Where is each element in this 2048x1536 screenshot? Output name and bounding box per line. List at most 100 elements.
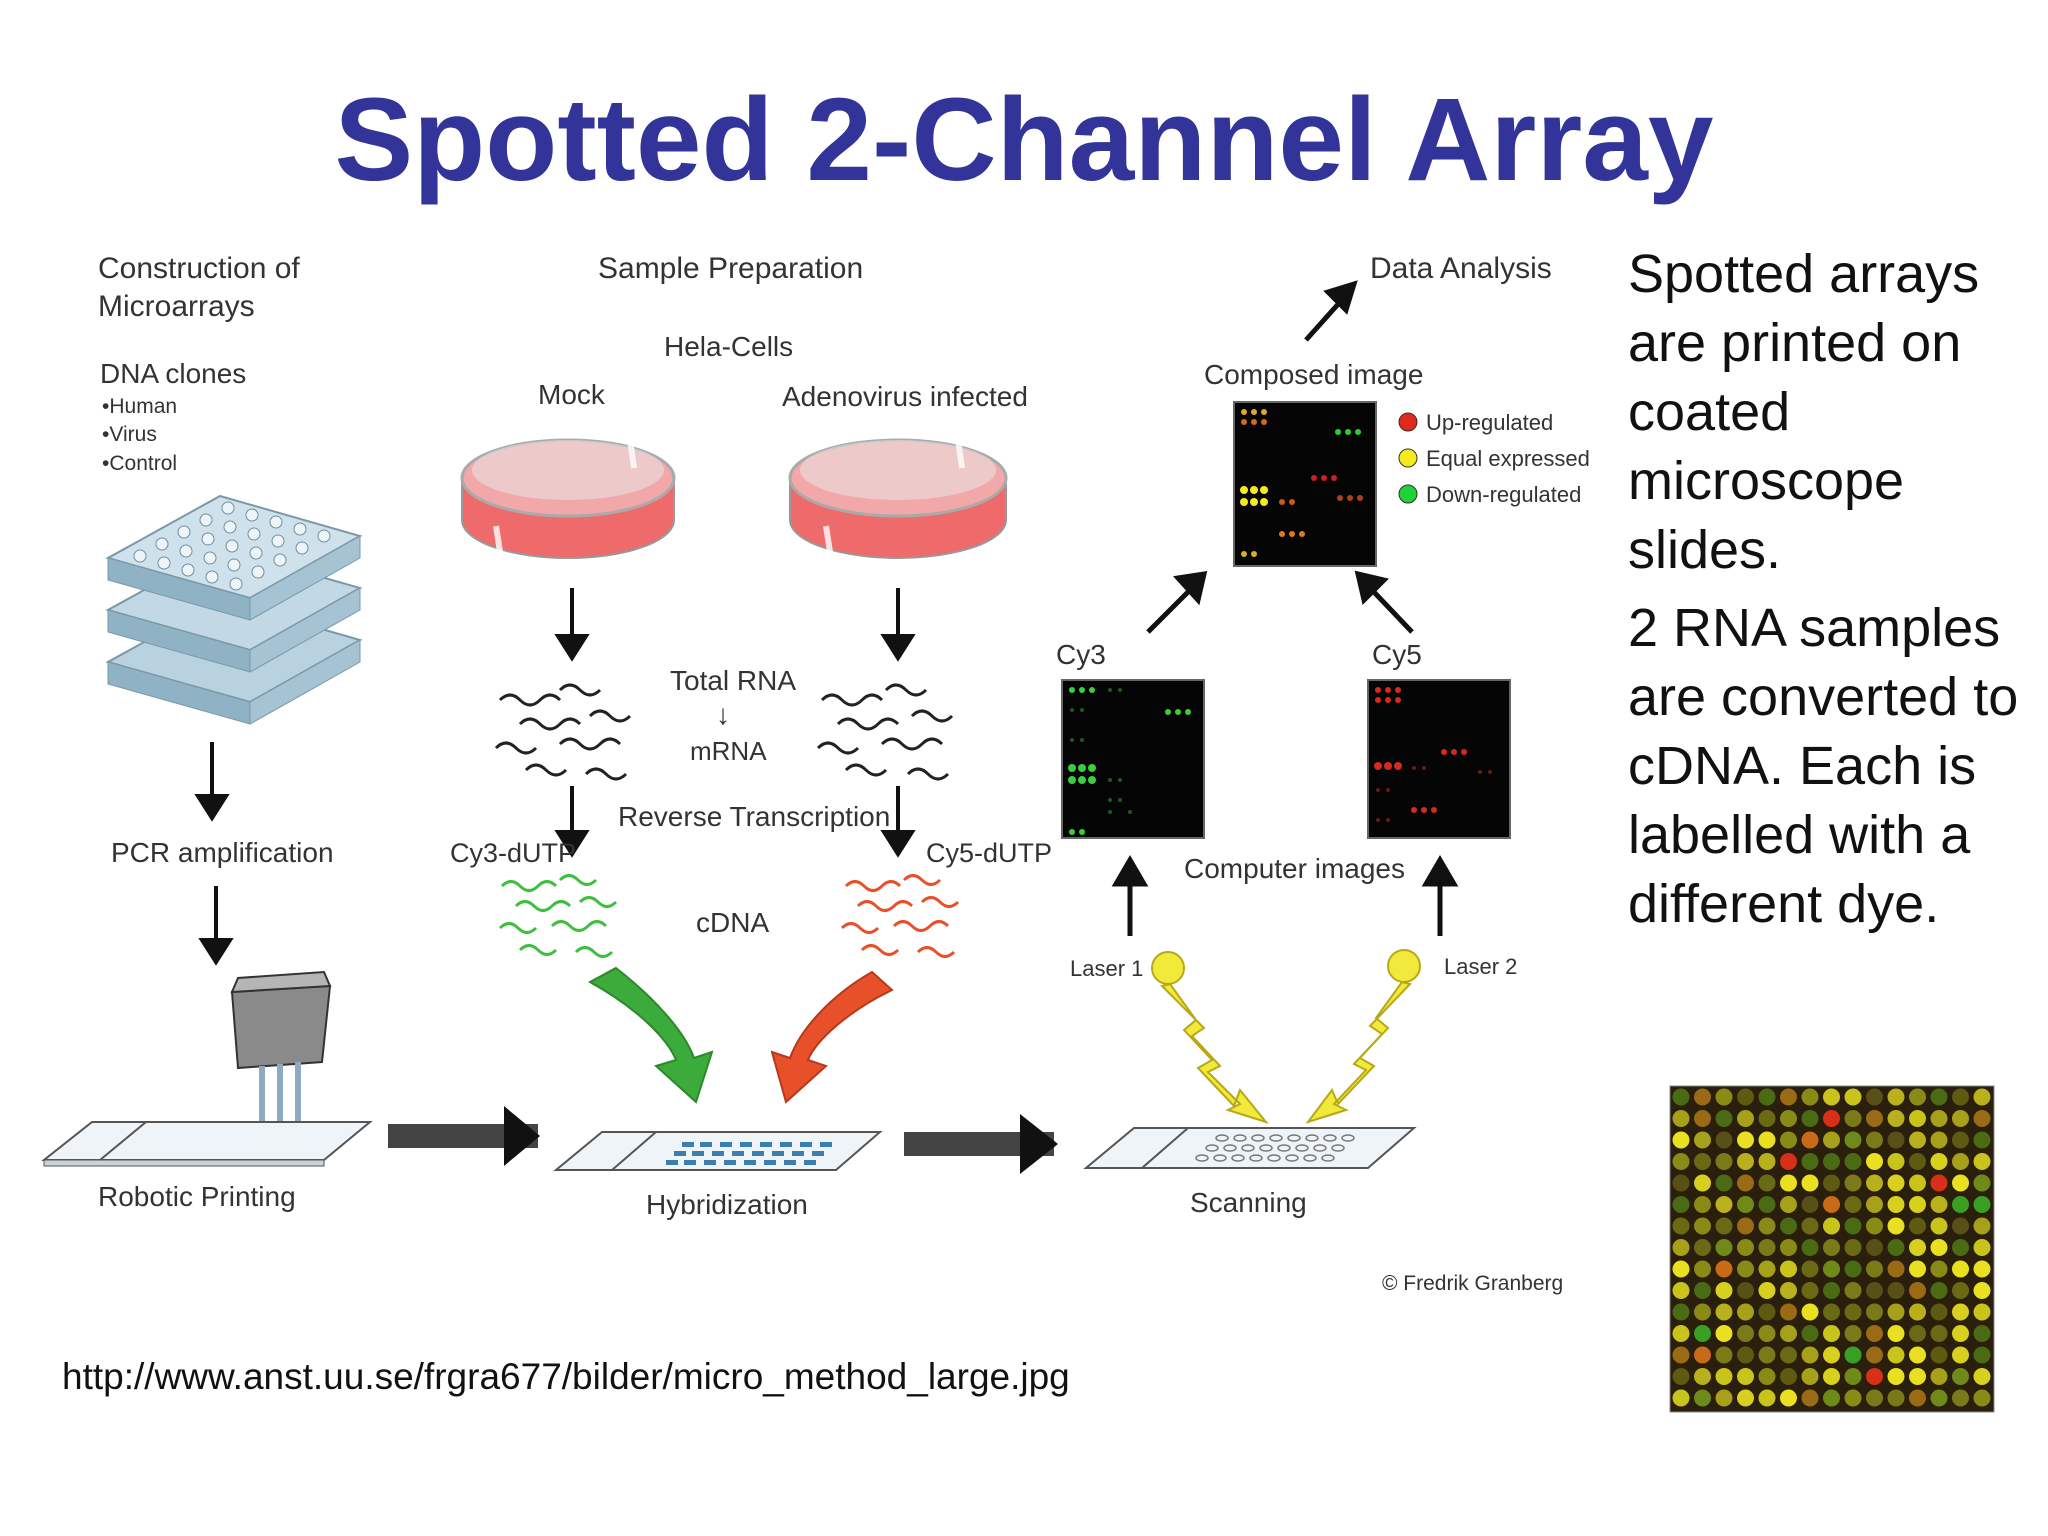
microarray-spot xyxy=(1801,1088,1819,1106)
microarray-spot xyxy=(1952,1196,1969,1213)
microarray-spot xyxy=(1694,1303,1711,1321)
laser-2-beam-icon xyxy=(1305,949,1421,1124)
microarray-spot xyxy=(1823,1389,1840,1407)
microarray-spot xyxy=(1801,1239,1819,1256)
glass-slide-icon xyxy=(41,1121,373,1167)
cy5-channel-image xyxy=(1367,679,1511,839)
reverse-transcription-label: Reverse Transcription xyxy=(618,801,890,832)
microarray-spot xyxy=(1973,1217,1991,1235)
microarray-spot xyxy=(1715,1153,1733,1170)
microarray-spot xyxy=(1866,1282,1883,1299)
microarray-spot xyxy=(1694,1110,1711,1127)
microarray-spot xyxy=(1866,1260,1883,1278)
microarray-spot xyxy=(1672,1282,1690,1299)
rna-strands-infected-icon xyxy=(816,683,954,781)
microarray-spot xyxy=(1758,1153,1776,1170)
microarray-spot xyxy=(1737,1239,1754,1256)
microarray-spot xyxy=(1758,1088,1776,1106)
microarray-spot xyxy=(1973,1131,1991,1149)
hybridization-label: Hybridization xyxy=(646,1189,808,1220)
robotic-printer-icon xyxy=(230,970,332,1140)
right-arrow-icon xyxy=(904,1114,1058,1174)
microarray-spot xyxy=(1909,1110,1926,1127)
source-url: http://www.anst.uu.se/frgra677/bilder/mi… xyxy=(62,1356,1070,1397)
microarray-spot xyxy=(1672,1325,1690,1342)
microarray-spot xyxy=(1758,1282,1776,1299)
microarray-spot xyxy=(1930,1239,1948,1256)
microarray-spot xyxy=(1672,1131,1690,1149)
microarray-spot xyxy=(1844,1088,1862,1106)
mock-label: Mock xyxy=(538,379,606,410)
microarray-spot xyxy=(1823,1303,1840,1321)
microarray-spot xyxy=(1672,1174,1690,1192)
microarray-spot xyxy=(1887,1153,1905,1170)
microarray-spot xyxy=(1694,1260,1711,1278)
microarray-spot xyxy=(1973,1282,1991,1299)
microarray-spot xyxy=(1780,1282,1797,1299)
microarray-spot xyxy=(1801,1196,1819,1213)
microarray-spot xyxy=(1866,1239,1883,1256)
microarray-spot xyxy=(1780,1260,1797,1278)
microarray-spot xyxy=(1780,1389,1797,1407)
microarray-spot xyxy=(1909,1368,1926,1385)
microarray-spot xyxy=(1715,1303,1733,1321)
microarray-spot xyxy=(1930,1174,1948,1192)
microarray-spot xyxy=(1952,1239,1969,1256)
microarray-spot xyxy=(1758,1110,1776,1127)
microarray-spot xyxy=(1823,1088,1840,1106)
microarray-spot xyxy=(1694,1131,1711,1149)
microarray-spot xyxy=(1672,1303,1690,1321)
adenovirus-infected-label: Adenovirus infected xyxy=(782,381,1028,412)
microarray-spot xyxy=(1887,1174,1905,1192)
microarray-spot xyxy=(1823,1346,1840,1364)
microarray-spot xyxy=(1973,1346,1991,1364)
robotic-printing-label: Robotic Printing xyxy=(98,1181,296,1212)
microarray-spot xyxy=(1909,1260,1926,1278)
microarray-spot xyxy=(1715,1368,1733,1385)
hela-cells-label: Hela-Cells xyxy=(664,331,793,362)
microarray-spot xyxy=(1715,1110,1733,1127)
microarray-spot xyxy=(1887,1239,1905,1256)
microarray-spot xyxy=(1737,1153,1754,1170)
microarray-spot xyxy=(1823,1110,1840,1127)
microarray-spot xyxy=(1715,1325,1733,1342)
microarray-spot xyxy=(1672,1346,1690,1364)
microarray-spot xyxy=(1694,1346,1711,1364)
curved-arrow-green-icon xyxy=(587,966,714,1104)
microarray-spot xyxy=(1866,1174,1883,1192)
microarray-spot xyxy=(1952,1217,1969,1235)
microarray-spot xyxy=(1758,1325,1776,1342)
microarray-spot xyxy=(1737,1282,1754,1299)
legend-down-regulated-icon xyxy=(1398,484,1418,504)
microarray-spot xyxy=(1952,1110,1969,1127)
microarray-spot xyxy=(1952,1368,1969,1385)
microarray-spot xyxy=(1801,1110,1819,1127)
microarray-spot xyxy=(1758,1389,1776,1407)
microarray-spot xyxy=(1801,1174,1819,1192)
microarray-spot xyxy=(1823,1282,1840,1299)
petri-dish-mock-icon xyxy=(460,438,676,559)
microarray-spot xyxy=(1844,1389,1862,1407)
microarray-spot xyxy=(1952,1088,1969,1106)
rna-conversion-arrow: ↓ xyxy=(716,699,730,730)
curved-arrow-red-icon xyxy=(770,970,894,1104)
composed-array-image xyxy=(1233,401,1377,567)
microarray-spot xyxy=(1973,1153,1991,1170)
microarray-spot xyxy=(1672,1368,1690,1385)
microarray-spot xyxy=(1801,1153,1819,1170)
microarray-spot xyxy=(1887,1368,1905,1385)
microarray-spot xyxy=(1952,1153,1969,1170)
microarray-spot xyxy=(1973,1325,1991,1342)
cdna-cy5-strands-icon xyxy=(840,874,960,958)
microarray-spot xyxy=(1823,1196,1840,1213)
microarray-spot xyxy=(1909,1282,1926,1299)
legend-equal-expressed-label: Equal expressed xyxy=(1426,446,1590,471)
microarray-spot xyxy=(1909,1153,1926,1170)
diagonal-arrow-icon xyxy=(1146,570,1414,634)
microarray-spot xyxy=(1866,1110,1883,1127)
laser-1-beam-icon xyxy=(1151,951,1269,1124)
microarray-spot xyxy=(1715,1260,1733,1278)
microarray-spot xyxy=(1694,1239,1711,1256)
microarray-spot xyxy=(1952,1325,1969,1342)
